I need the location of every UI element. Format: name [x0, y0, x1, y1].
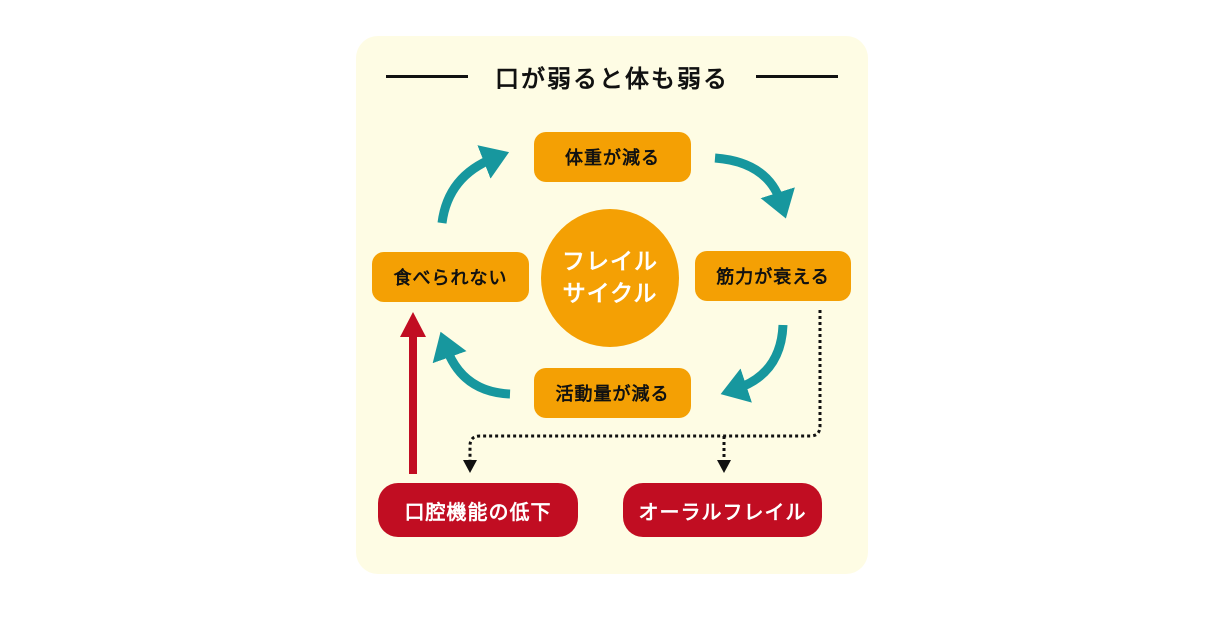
- arrow-top-to-right: [714, 153, 795, 219]
- node-muscle-weakness: 筋力が衰える: [695, 251, 851, 301]
- arrow-right-to-bottom: [720, 324, 788, 403]
- frailty-cycle-center: フレイル サイクル: [541, 209, 679, 347]
- node-oral-frailty: オーラルフレイル: [623, 483, 822, 537]
- node-activity-decrease: 活動量が減る: [534, 368, 691, 418]
- center-label-line2: サイクル: [562, 281, 658, 307]
- title-bar: 口が弱ると体も弱る: [386, 58, 838, 94]
- node-cannot-eat: 食べられない: [372, 252, 529, 302]
- center-label-line1: フレイル: [562, 249, 658, 275]
- arrow-bottom-to-left: [432, 331, 511, 399]
- diagram-title: 口が弱ると体も弱る: [495, 64, 729, 93]
- dotted-arrowhead-oral-frailty: [717, 460, 731, 473]
- arrow-oral-decline-head: [400, 312, 426, 337]
- node-weight-loss: 体重が減る: [534, 132, 691, 182]
- dotted-arrowhead-oral-decline: [463, 460, 477, 473]
- arrow-left-to-top: [437, 145, 510, 224]
- dotted-connector: [468, 310, 822, 460]
- title-rule-right: [756, 74, 838, 78]
- node-oral-function-decline: 口腔機能の低下: [378, 483, 578, 537]
- title-rule-left: [386, 74, 468, 78]
